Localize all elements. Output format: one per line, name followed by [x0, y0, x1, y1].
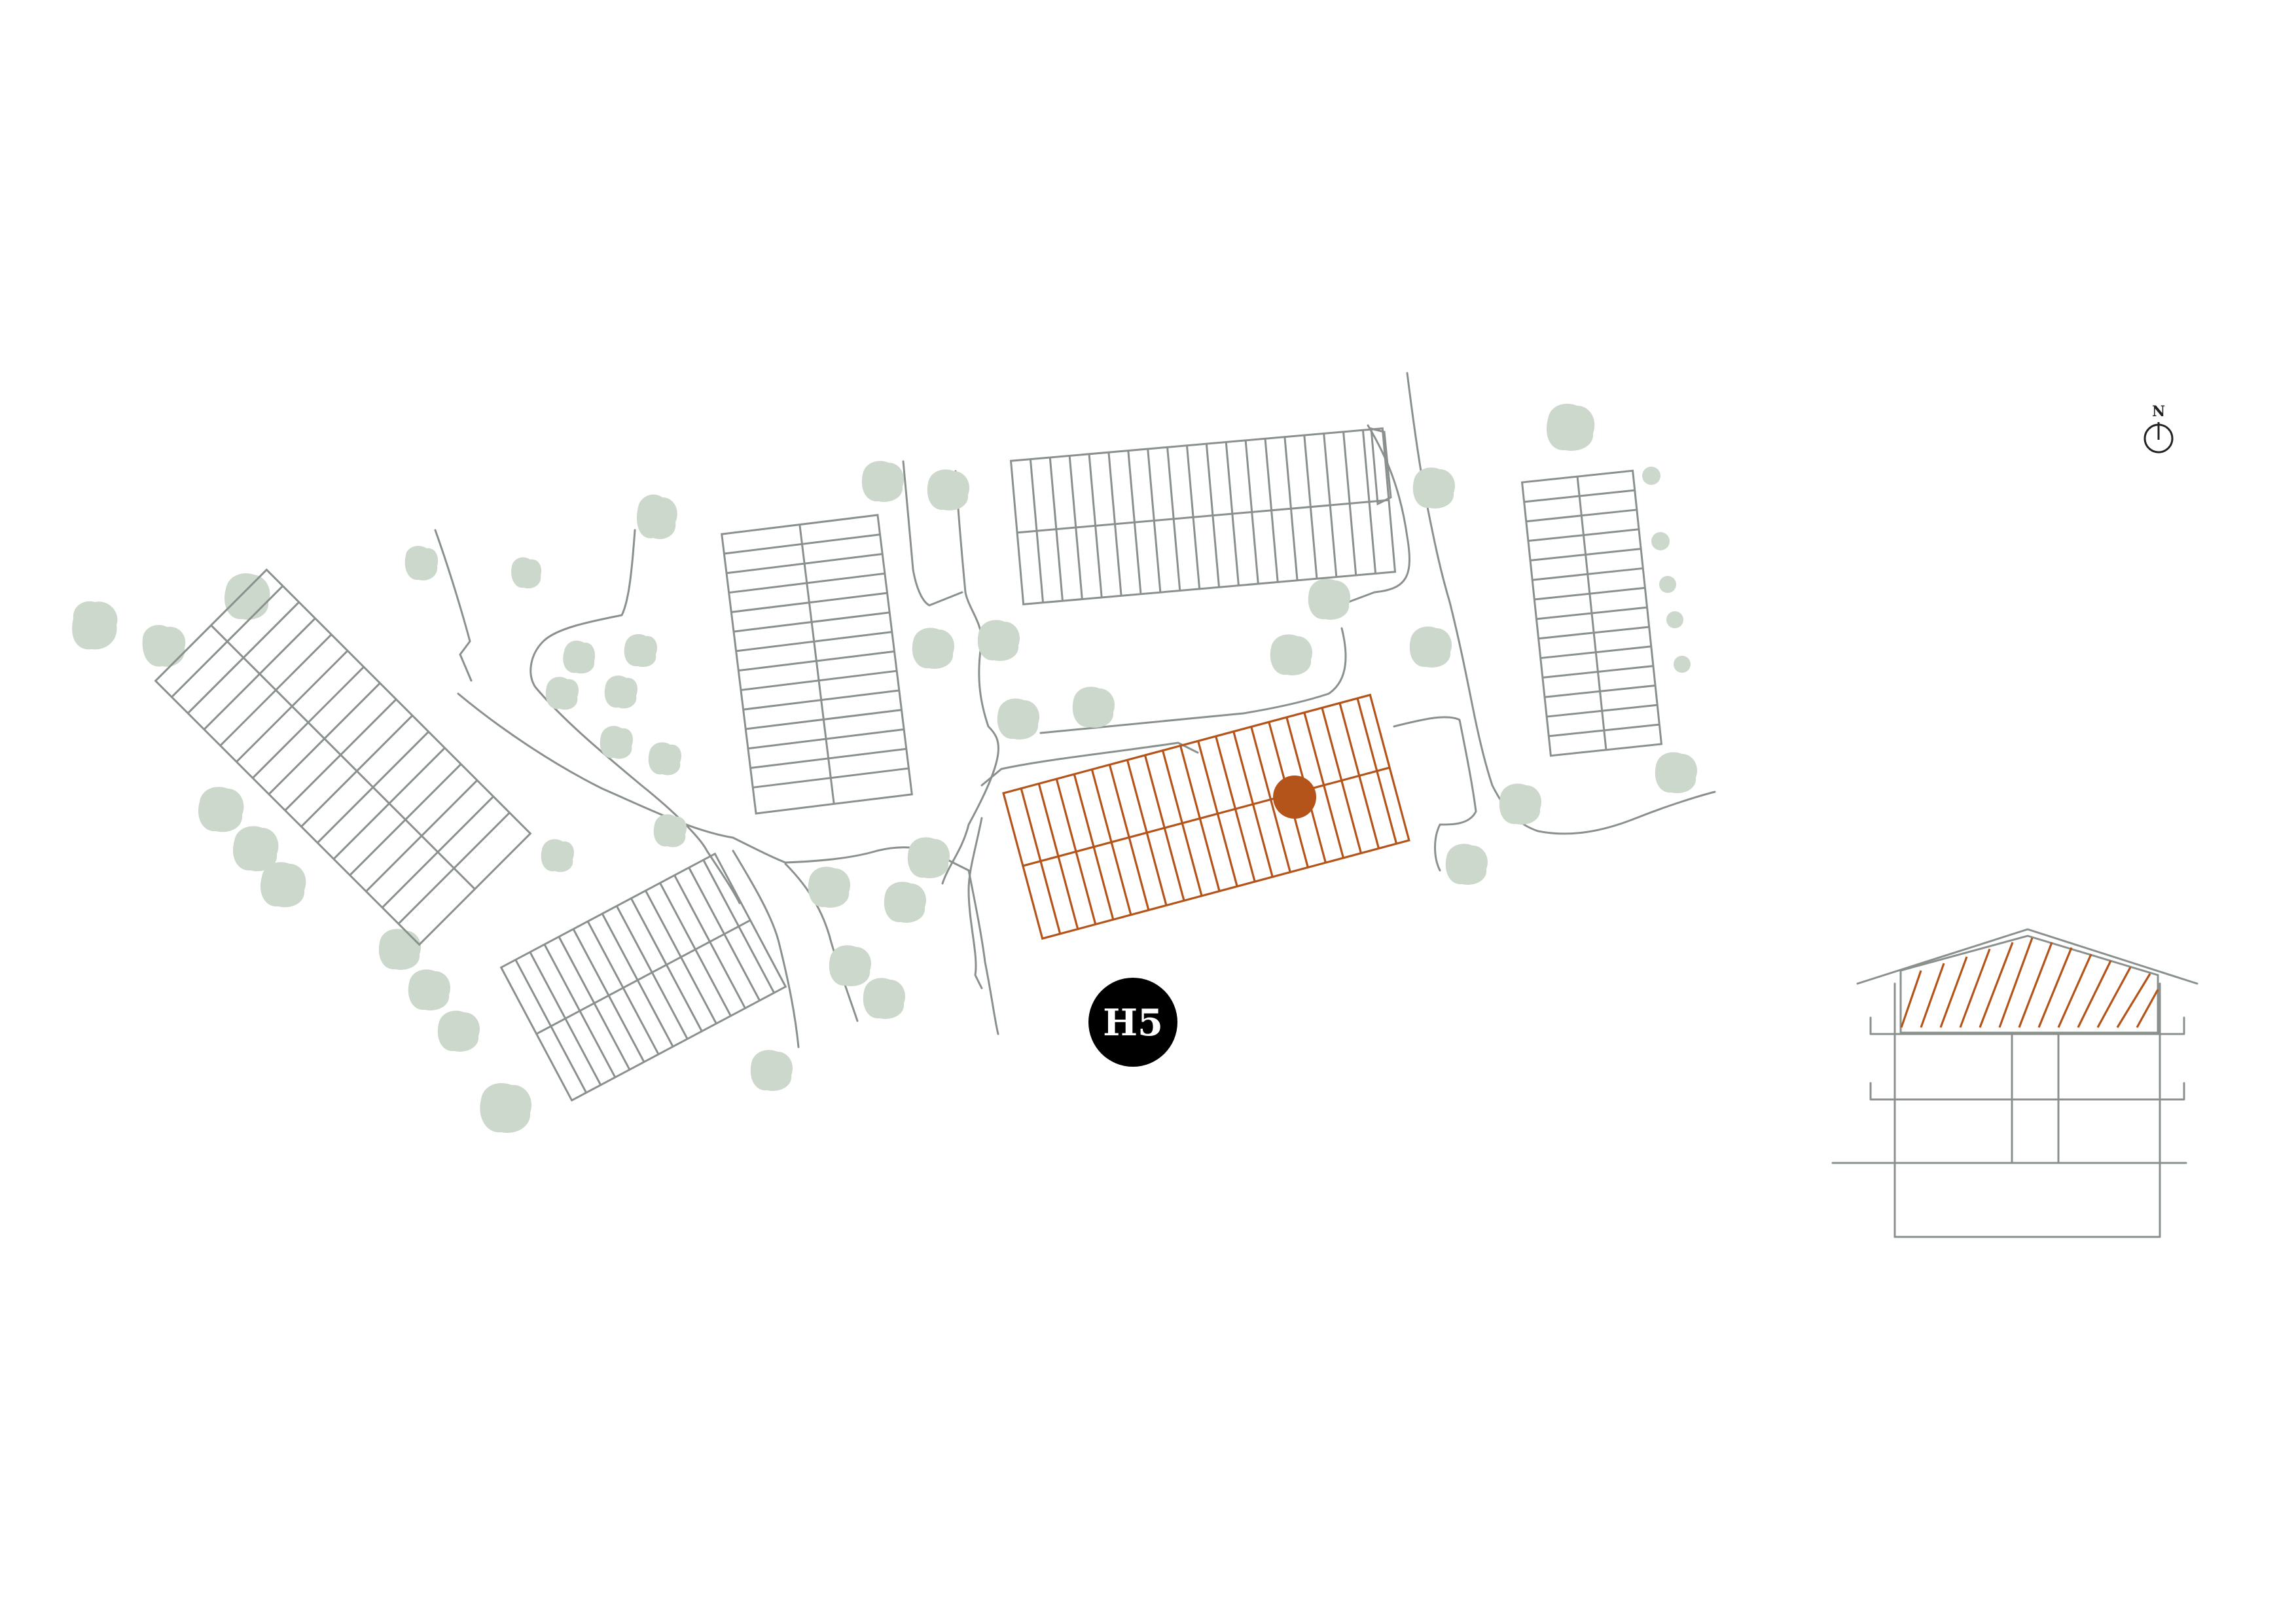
- path-north-loop: [1347, 424, 1410, 603]
- path-east-house-loop: [1393, 716, 1477, 872]
- tree: [648, 742, 682, 776]
- tree: [1651, 532, 1670, 550]
- tree: [563, 640, 596, 674]
- section-floor-upper: [1869, 1016, 2185, 1035]
- tree: [1666, 611, 1683, 628]
- north-label: N: [2152, 403, 2165, 420]
- house-label-badge: H5: [1088, 978, 1177, 1067]
- path-east-south: [967, 869, 999, 1035]
- tree: [863, 978, 906, 1019]
- section-roof-line: [1856, 928, 2198, 985]
- tree: [636, 494, 677, 539]
- tree: [1642, 467, 1660, 485]
- section-attic-outline: [1899, 935, 2159, 1034]
- tree: [912, 628, 955, 669]
- path-main-loop: [529, 529, 741, 904]
- tree: [437, 1010, 480, 1052]
- path-center-east: [1039, 627, 1347, 734]
- tree: [884, 882, 927, 923]
- section-floor-middle: [1869, 1082, 2185, 1101]
- tree: [1445, 844, 1488, 885]
- tree: [1674, 656, 1691, 673]
- tree: [404, 546, 439, 580]
- tree: [1270, 634, 1313, 675]
- tree: [511, 557, 542, 589]
- path-main-west: [457, 692, 787, 864]
- tree: [1659, 576, 1676, 593]
- tree: [927, 469, 970, 510]
- tree: [861, 461, 905, 502]
- tree: [232, 826, 279, 872]
- house-roof-highlighted: [1002, 693, 1410, 940]
- building-section-diagram: [1831, 928, 2198, 1238]
- path-center-north: [902, 460, 963, 607]
- path-center-spine: [941, 470, 999, 885]
- tree: [1308, 579, 1351, 620]
- tree: [624, 633, 658, 668]
- tree: [480, 1082, 532, 1133]
- tree: [72, 601, 118, 650]
- path-northwest-branch: [434, 529, 473, 682]
- label-badge-circle: [1088, 978, 1177, 1067]
- house-annex-north: [1370, 427, 1392, 506]
- tree: [750, 1050, 793, 1091]
- tree: [977, 620, 1020, 661]
- section-attic-hatch: [1900, 937, 2159, 1028]
- house-roof-northwest: [721, 514, 913, 815]
- tree: [408, 969, 451, 1010]
- tree: [600, 726, 634, 759]
- tree: [829, 945, 872, 986]
- house-roof-east: [1520, 469, 1663, 757]
- path-house-access-west: [967, 817, 983, 990]
- tree: [808, 866, 851, 908]
- tree: [1409, 626, 1452, 668]
- path-south-branch-1: [732, 849, 800, 1048]
- tree: [907, 837, 950, 878]
- tree: [198, 787, 244, 832]
- path-south-branch-2: [784, 863, 859, 1022]
- tree: [1412, 467, 1456, 508]
- tree: [1655, 752, 1698, 793]
- north-indicator: N: [2144, 403, 2174, 454]
- house-roof-southwest: [499, 852, 787, 1102]
- path-house-access: [980, 741, 1199, 787]
- tree: [142, 624, 186, 667]
- tree: [653, 814, 687, 847]
- tree: [1547, 403, 1595, 451]
- house-roof-north: [1009, 427, 1397, 606]
- tree: [260, 862, 306, 908]
- trees: [72, 403, 1698, 1133]
- location-marker: [1273, 776, 1316, 819]
- house-label: H5: [1103, 1001, 1163, 1044]
- tree: [224, 573, 270, 620]
- house-roof-far-west: [154, 568, 532, 946]
- tree: [604, 675, 638, 709]
- tree: [543, 842, 562, 851]
- tree: [1499, 783, 1542, 825]
- tree: [1072, 687, 1115, 728]
- tree: [545, 677, 579, 710]
- tree: [997, 698, 1040, 740]
- tree: [378, 929, 422, 970]
